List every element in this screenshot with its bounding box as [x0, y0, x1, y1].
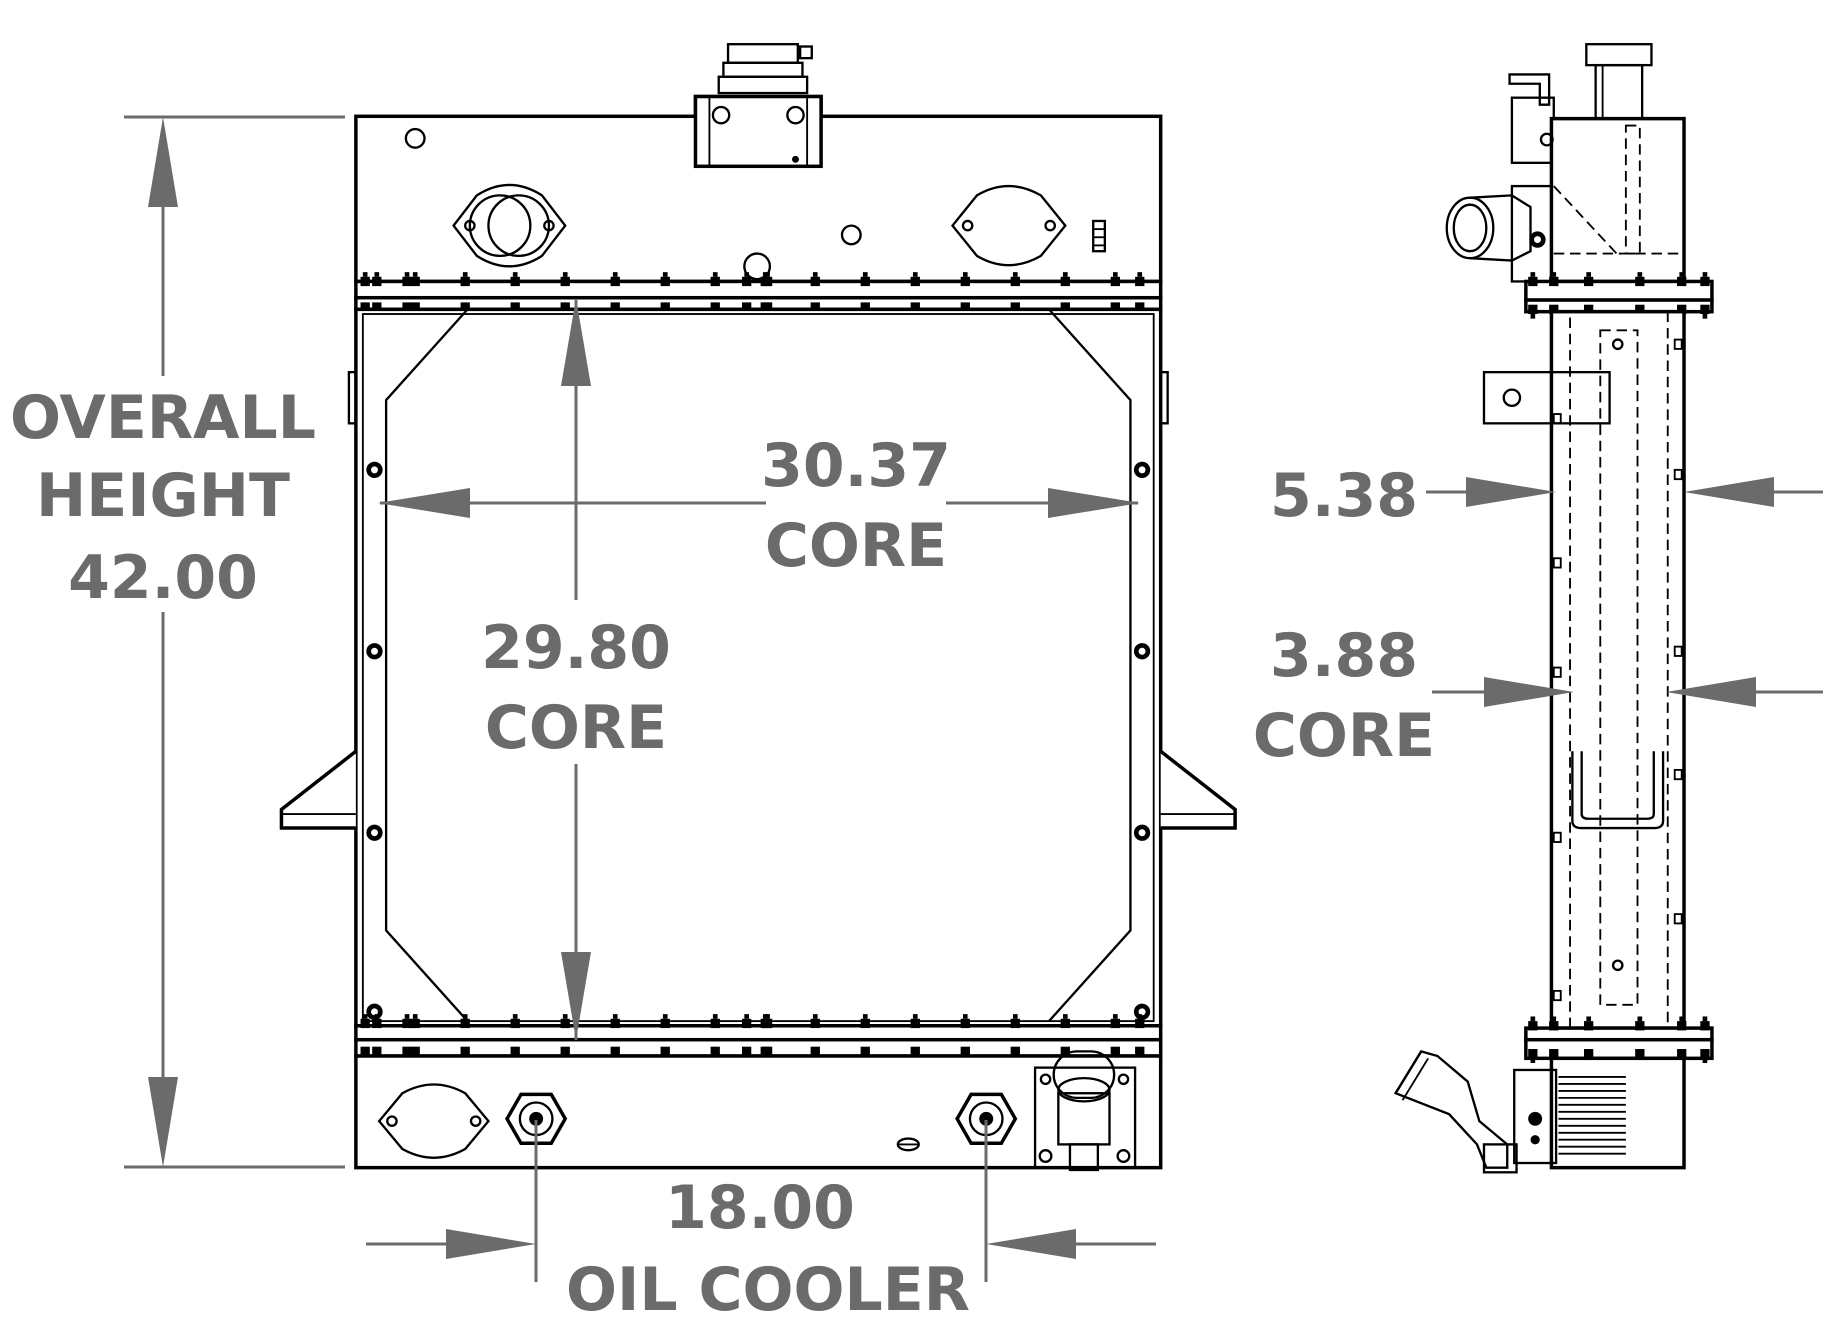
top-tank [354, 94, 1163, 284]
front-view [279, 43, 1237, 1172]
core-height-label: CORE [485, 693, 667, 763]
side-view [1393, 43, 1714, 1174]
side-core-label: CORE [1253, 701, 1435, 771]
core-width-label: CORE [765, 511, 947, 581]
dimensions [124, 115, 1823, 1282]
overall-height-value: 42.00 [68, 543, 258, 613]
oil-cooler-label: OIL COOLER [566, 1255, 970, 1325]
overall-height-label-2: HEIGHT [36, 461, 290, 531]
core-height-value: 29.80 [481, 613, 671, 683]
oil-cooler-value: 18.00 [665, 1173, 855, 1243]
bottom-tank [354, 1050, 1163, 1172]
core-width-value: 30.37 [761, 431, 951, 501]
core-frame [279, 307, 1237, 1028]
side-depth-value: 5.38 [1270, 461, 1418, 531]
bottom-header [354, 1014, 1163, 1061]
side-core-value: 3.88 [1270, 621, 1418, 691]
overall-height-label-1: OVERALL [10, 383, 316, 453]
